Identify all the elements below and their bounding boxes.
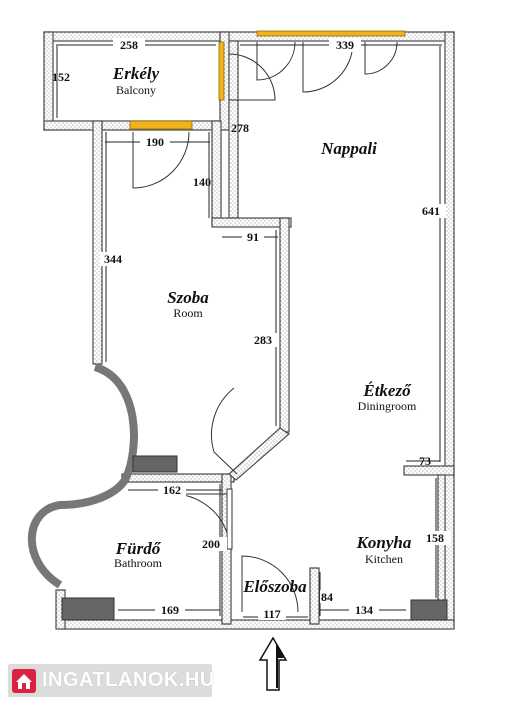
room-szoba-name: Szoba (167, 288, 209, 307)
logo-text: INGATLANOK.HU (42, 669, 215, 691)
room-eloszoba-name: Előszoba (242, 577, 307, 596)
logo: INGATLANOK.HU (8, 664, 215, 697)
entrance-arrow-icon (258, 636, 288, 691)
room-furdo-name: Fürdő (115, 539, 162, 558)
room-labels: Erkély Balcony Nappali Szoba Room Étkező… (112, 64, 417, 596)
room-erkely-name: Erkély (112, 64, 160, 83)
fixtures (61, 455, 448, 621)
dim-balcony-width: 258 (120, 38, 138, 52)
dim-living-height: 641 (422, 204, 440, 218)
house-icon (12, 669, 36, 693)
diagonal-wall (228, 427, 290, 481)
dim-hall-width: 117 (263, 607, 280, 621)
dimension-labels: 258 339 152 278 190 140 91 344 283 641 7… (52, 38, 451, 621)
dim-room-top: 190 (146, 135, 164, 149)
dim-living-width: 339 (336, 38, 354, 52)
dim-room-right: 283 (254, 333, 272, 347)
dim-kitchen-height: 158 (426, 531, 444, 545)
dimension-lines (56, 44, 442, 618)
dim-partition-278: 278 (231, 121, 249, 135)
outer-walls (43, 31, 455, 630)
room-furdo-subtitle: Bathroom (114, 556, 163, 570)
dim-kitchen-width: 134 (355, 603, 373, 617)
room-etkezo-name: Étkező (362, 381, 412, 400)
dim-dining-step: 73 (419, 454, 431, 468)
dim-hall-side: 84 (321, 590, 333, 604)
room-erkely-subtitle: Balcony (116, 83, 156, 97)
dim-bath-width: 162 (163, 483, 181, 497)
dim-bath-height: 200 (202, 537, 220, 551)
room-konyha-subtitle: Kitchen (365, 552, 403, 566)
dim-room-step-140: 140 (193, 175, 211, 189)
room-nappali-name: Nappali (320, 139, 377, 158)
dim-room-left: 344 (104, 252, 122, 266)
room-etkezo-subtitle: Diningroom (358, 399, 417, 413)
room-konyha-name: Konyha (356, 533, 412, 552)
room-szoba-subtitle: Room (173, 306, 203, 320)
curved-wall (27, 363, 138, 589)
dim-room-step-91: 91 (247, 230, 259, 244)
windows (129, 30, 406, 130)
dim-bath-bottom: 169 (161, 603, 179, 617)
dim-balcony-depth: 152 (52, 70, 70, 84)
